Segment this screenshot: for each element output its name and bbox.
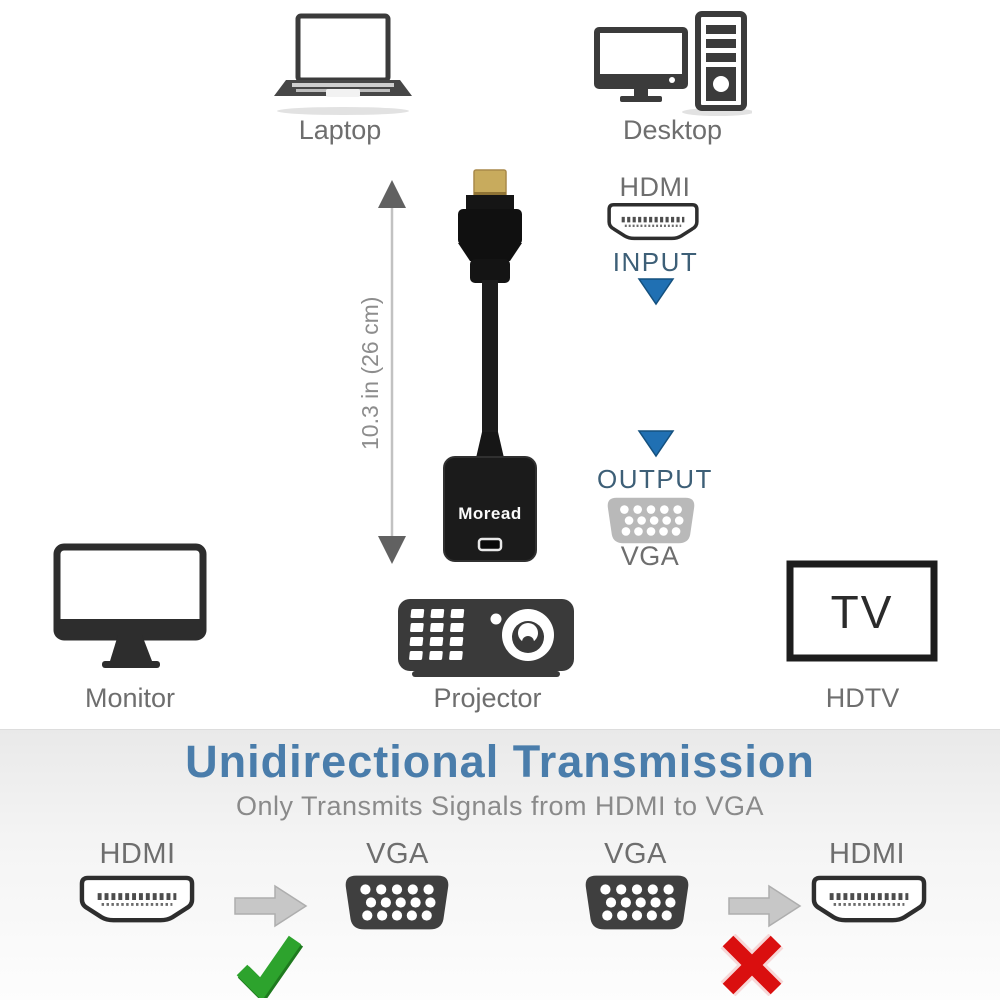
allowed-from-label: HDMI <box>99 838 176 870</box>
hdmi-plug-icon <box>466 195 514 211</box>
arrow-down-icon <box>638 278 674 305</box>
section-subtitle: Only Transmits Signals from HDMI to VGA <box>235 791 765 821</box>
arrow-down-icon <box>638 430 674 457</box>
hdmi-port-icon <box>606 200 700 247</box>
laptop-label: Laptop <box>298 115 382 145</box>
output-direction-label: OUTPUT <box>597 464 713 494</box>
transmission-section <box>0 729 1000 1000</box>
projector-icon <box>398 599 574 677</box>
section-title: Unidirectional Transmission <box>185 736 815 787</box>
adapter-cable: Moread <box>443 169 537 562</box>
vga-port-icon <box>607 497 695 544</box>
cross-icon <box>720 934 784 996</box>
arrow-right-icon <box>234 885 307 927</box>
input-direction-label: INPUT <box>612 247 699 277</box>
laptop-icon <box>274 13 412 115</box>
hdmi-port-icon <box>810 872 928 931</box>
monitor-label: Monitor <box>84 683 176 713</box>
projector-label: Projector <box>433 683 542 713</box>
check-icon <box>236 935 304 998</box>
vga-port-icon <box>345 875 449 930</box>
input-port-label: HDMI <box>619 172 691 202</box>
monitor-icon <box>53 543 207 668</box>
blocked-from-label: VGA <box>604 838 667 870</box>
hdmi-port-icon <box>78 872 196 931</box>
tv-icon: TV <box>786 560 938 662</box>
allowed-to-label: VGA <box>366 838 429 870</box>
output-port-label: VGA <box>620 541 680 571</box>
cable-length-label: 10.3 in (26 cm) <box>357 297 383 450</box>
cable-wire <box>482 280 498 435</box>
arrow-right-icon <box>728 885 801 927</box>
brand-text: Moread <box>458 504 521 523</box>
vga-socket-icon <box>477 537 503 552</box>
blocked-to-label: HDMI <box>828 838 906 870</box>
tv-screen-text: TV <box>831 586 894 638</box>
desktop-label: Desktop <box>622 115 723 145</box>
length-arrow: 10.3 in (26 cm) <box>357 180 406 564</box>
hdtv-label: HDTV <box>825 683 900 713</box>
vga-port-icon <box>585 875 689 930</box>
desktop-icon <box>594 11 752 116</box>
adapter-body <box>443 456 537 562</box>
